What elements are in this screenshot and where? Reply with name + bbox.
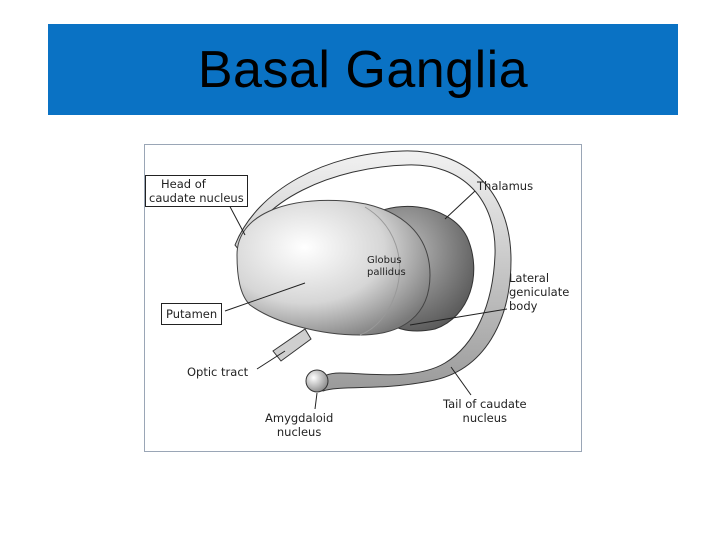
putamen-label: Putamen bbox=[161, 303, 223, 325]
globus-pallidus-boundary bbox=[359, 206, 401, 336]
amygdaloid-label: Amygdaloid nucleus bbox=[265, 411, 333, 439]
tail-of-caudate-label-line2: nucleus bbox=[462, 411, 507, 425]
head-of-caudate-label: Head of caudate nucleus bbox=[145, 175, 248, 207]
amygdaloid-nucleus-shape bbox=[305, 369, 329, 393]
lateral-geniculate-label-line1: Lateral bbox=[509, 271, 550, 285]
slide-title: Basal Ganglia bbox=[197, 40, 529, 99]
thalamus-label: Thalamus bbox=[477, 179, 533, 193]
globus-pallidus-label-line1: Globus bbox=[367, 255, 402, 266]
tail-of-caudate-label-line1: Tail of caudate bbox=[443, 397, 527, 411]
basal-ganglia-figure: Head of caudate nucleus Putamen Globus p… bbox=[144, 144, 582, 452]
optic-tract-shape bbox=[272, 328, 312, 362]
putamen-label-text: Putamen bbox=[166, 307, 218, 321]
lateral-geniculate-label-line3: body bbox=[509, 299, 538, 313]
amygdaloid-label-line2: nucleus bbox=[276, 425, 322, 439]
lateral-geniculate-label-line2: geniculate bbox=[509, 285, 570, 299]
thalamus-label-text: Thalamus bbox=[477, 179, 534, 193]
head-of-caudate-label-line1: Head of bbox=[161, 177, 206, 191]
optic-tract-label: Optic tract bbox=[187, 365, 248, 379]
head-of-caudate-label-line2: caudate nucleus bbox=[149, 191, 244, 205]
globus-pallidus-label-line2: pallidus bbox=[367, 267, 406, 278]
globus-pallidus-label: Globus pallidus bbox=[367, 255, 406, 279]
optic-tract-label-text: Optic tract bbox=[187, 365, 249, 379]
tail-of-caudate-label: Tail of caudate nucleus bbox=[443, 397, 527, 425]
title-banner: Basal Ganglia bbox=[48, 24, 678, 115]
lateral-geniculate-label: Lateral geniculate body bbox=[509, 271, 569, 313]
amygdaloid-label-line1: Amygdaloid bbox=[265, 411, 334, 425]
lentiform-nucleus-shape bbox=[236, 199, 431, 336]
